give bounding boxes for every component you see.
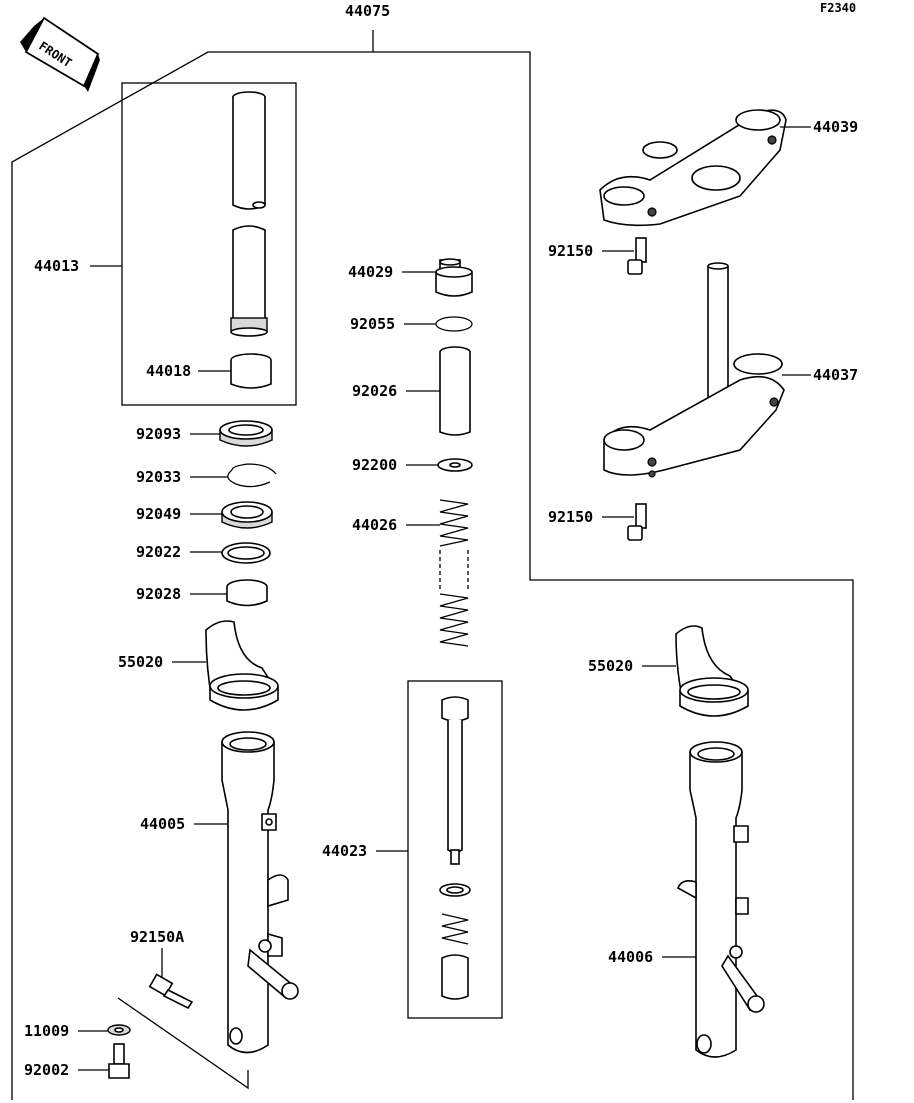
label-44006: 44006 [608,948,653,966]
label-55020-left: 55020 [118,653,163,671]
label-92002: 92002 [24,1061,69,1079]
upper-bracket-drawing [599,109,787,227]
damper-rod-drawing [439,696,471,1000]
fork-guard-right-drawing [675,625,749,717]
dust-seal-drawing [219,420,273,447]
label-92093: 92093 [136,425,181,443]
figure-id: F2340 [820,1,856,15]
part-labels: 44075 44013 44018 92093 92033 92049 9202… [24,2,858,1079]
label-92033: 92033 [136,468,181,486]
oil-seal-drawing [221,501,273,529]
label-92022: 92022 [136,543,181,561]
washer-drawing [221,542,271,564]
label-44018: 44018 [146,362,191,380]
label-92049: 92049 [136,505,181,523]
label-92055: 92055 [350,315,395,333]
fork-guard-left-drawing [205,620,279,711]
label-44029: 44029 [348,263,393,281]
fork-spring-drawing [439,499,469,647]
label-11009: 11009 [24,1022,69,1040]
label-92150-upper: 92150 [548,242,593,260]
label-44023: 44023 [322,842,367,860]
label-92026: 92026 [352,382,397,400]
bushing-lower-drawing [226,579,268,607]
label-44013: 44013 [34,257,79,275]
outer-tube-left-drawing [221,731,299,1054]
bolt-lower-drawing [627,503,647,541]
bolt-upper-drawing [627,237,647,275]
label-92200: 92200 [352,456,397,474]
top-plug-drawing [435,258,473,297]
spacer-drawing [439,346,471,436]
outer-tube-right-drawing [676,741,765,1058]
o-ring-drawing [435,316,473,332]
label-44039: 44039 [813,118,858,136]
gasket-drawing [107,1024,131,1036]
front-arrow-icon: FRONT [20,16,100,92]
bushing-upper-drawing [230,353,272,389]
drain-bolt-drawing [108,1043,130,1079]
assembly-outline [11,30,854,1100]
circlip-drawing [227,463,277,488]
label-44037: 44037 [813,366,858,384]
label-92028: 92028 [136,585,181,603]
label-44026: 44026 [352,516,397,534]
steering-stem-drawing [603,262,785,478]
bolt-a-drawing [148,973,194,1010]
label-92150-lower: 92150 [548,508,593,526]
label-92150A: 92150A [130,928,184,946]
spring-washer-drawing [437,458,473,472]
label-44005: 44005 [140,815,185,833]
label-55020-right: 55020 [588,657,633,675]
label-44075: 44075 [345,2,390,20]
inner-tube-drawing [230,91,268,337]
